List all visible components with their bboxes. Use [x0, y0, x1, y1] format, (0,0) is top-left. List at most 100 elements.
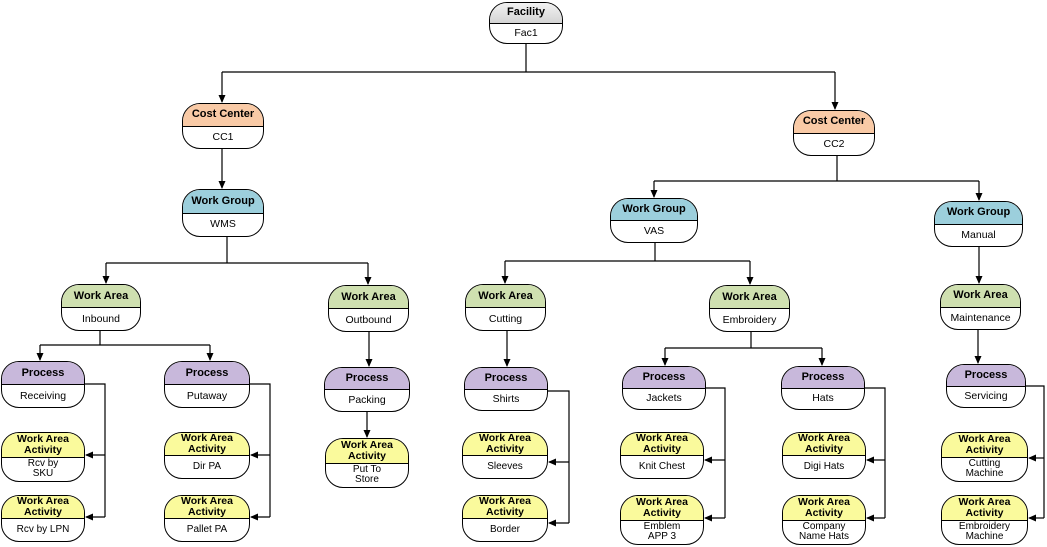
node-name: Putaway — [186, 389, 228, 402]
node-activity-pallet-pa: Work Area Activity Pallet PA — [164, 495, 250, 542]
node-type: Work Group — [935, 202, 1022, 225]
node-type: Process — [465, 368, 547, 390]
node-type: Work Area Activity — [783, 496, 865, 521]
node-activity-embroidery-machine: Work Area Activity Embroidery Machine — [941, 495, 1028, 545]
node-type: Work Area Activity — [621, 433, 703, 456]
node-process-hats: Process Hats — [781, 366, 865, 410]
node-name: Sleeves — [487, 461, 523, 472]
node-name: Maintenance — [950, 311, 1011, 324]
node-facility: Facility Fac1 — [489, 2, 563, 44]
node-name: Company Name Hats — [798, 521, 849, 543]
node-process-servicing: Process Servicing — [946, 364, 1026, 408]
node-name: Hats — [812, 392, 834, 405]
node-activity-put-to-store: Work Area Activity Put To Store — [325, 438, 409, 488]
node-type: Work Area Activity — [621, 496, 703, 521]
node-work-area-embroidery: Work Area Embroidery — [709, 285, 790, 332]
connector-line — [250, 383, 271, 517]
node-work-group-wms: Work Group WMS — [182, 189, 264, 237]
node-name: CC2 — [823, 137, 845, 150]
node-type: Work Area — [941, 285, 1020, 308]
node-type: Work Area Activity — [783, 433, 865, 456]
node-type: Process — [2, 362, 84, 385]
node-name: Jackets — [646, 392, 682, 405]
node-type: Work Group — [183, 190, 263, 214]
node-type: Cost Center — [183, 104, 263, 127]
node-name: Digi Hats — [803, 461, 845, 472]
node-work-area-maintenance: Work Area Maintenance — [940, 284, 1021, 330]
node-name: WMS — [210, 218, 236, 231]
node-type: Work Area Activity — [463, 433, 547, 456]
node-type: Work Area Activity — [165, 496, 249, 519]
node-type: Work Area Activity — [2, 433, 84, 458]
node-type: Process — [623, 367, 705, 389]
node-activity-company-name-hats: Work Area Activity Company Name Hats — [782, 495, 866, 545]
node-type: Work Area Activity — [326, 439, 408, 464]
node-work-area-inbound: Work Area Inbound — [61, 284, 141, 331]
node-process-shirts: Process Shirts — [464, 367, 548, 411]
connector-line — [548, 390, 570, 523]
node-activity-emblem-app-3: Work Area Activity Emblem APP 3 — [620, 495, 704, 545]
node-name: Shirts — [492, 393, 520, 406]
node-work-group-vas: Work Group VAS — [610, 198, 698, 243]
node-type: Process — [165, 362, 249, 385]
node-type: Cost Center — [794, 111, 874, 134]
node-activity-knit-chest: Work Area Activity Knit Chest — [620, 432, 704, 479]
node-type: Process — [782, 367, 864, 389]
node-type: Work Area Activity — [463, 496, 547, 519]
node-name: Border — [489, 524, 520, 535]
node-type: Work Area Activity — [2, 496, 84, 519]
node-process-receiving: Process Receiving — [1, 361, 85, 408]
node-name: Rcv by SKU — [27, 458, 59, 480]
node-name: Dir PA — [192, 461, 222, 472]
node-activity-border: Work Area Activity Border — [462, 495, 548, 542]
connector-line — [865, 387, 886, 518]
node-name: Inbound — [82, 312, 120, 325]
node-type: Process — [325, 368, 409, 390]
node-type: Work Area — [466, 285, 545, 308]
node-name: Pallet PA — [186, 524, 228, 535]
node-activity-cutting-machine: Work Area Activity Cutting Machine — [941, 432, 1028, 482]
node-cost-center-cc2: Cost Center CC2 — [793, 110, 875, 156]
node-work-area-cutting: Work Area Cutting — [465, 284, 546, 331]
node-name: Embroidery — [722, 313, 777, 326]
node-work-area-outbound: Work Area Outbound — [328, 285, 409, 332]
node-type: Work Area Activity — [942, 496, 1027, 521]
connector-line — [85, 383, 106, 517]
node-type: Work Group — [611, 199, 697, 221]
node-activity-sleeves: Work Area Activity Sleeves — [462, 432, 548, 479]
node-name: Cutting — [488, 312, 523, 325]
node-type: Work Area — [710, 286, 789, 309]
node-work-group-manual: Work Group Manual — [934, 201, 1023, 247]
node-type: Work Area — [62, 285, 140, 308]
node-name: Outbound — [345, 313, 392, 326]
node-name: Emblem APP 3 — [643, 521, 681, 543]
node-name: Cutting Machine — [965, 458, 1004, 480]
node-cost-center-cc1: Cost Center CC1 — [182, 103, 264, 149]
node-type: Work Area Activity — [165, 433, 249, 456]
node-type: Work Area — [329, 286, 408, 309]
node-name: Packing — [348, 394, 386, 406]
node-activity-dir-pa: Work Area Activity Dir PA — [164, 432, 250, 479]
node-name: Servicing — [964, 390, 1008, 403]
node-name: Receiving — [19, 389, 67, 402]
node-name: Fac1 — [514, 26, 538, 39]
node-name: Rcv by LPN — [16, 524, 70, 535]
node-activity-rcv-by-lpn: Work Area Activity Rcv by LPN — [1, 495, 85, 542]
node-type: Facility — [490, 3, 562, 24]
node-type: Process — [947, 365, 1025, 387]
node-name: Put To Store — [352, 464, 382, 486]
node-activity-digi-hats: Work Area Activity Digi Hats — [782, 432, 866, 479]
node-process-packing: Process Packing — [324, 367, 410, 412]
node-name: Knit Chest — [638, 461, 686, 472]
node-name: Embroidery Machine — [958, 521, 1011, 543]
node-name: VAS — [643, 225, 665, 237]
node-type: Work Area Activity — [942, 433, 1027, 458]
node-name: CC1 — [212, 130, 234, 143]
connector-line — [706, 387, 726, 518]
node-name: Manual — [961, 228, 996, 241]
node-process-putaway: Process Putaway — [164, 361, 250, 408]
connector-line — [1026, 385, 1045, 518]
node-activity-rcv-by-sku: Work Area Activity Rcv by SKU — [1, 432, 85, 482]
